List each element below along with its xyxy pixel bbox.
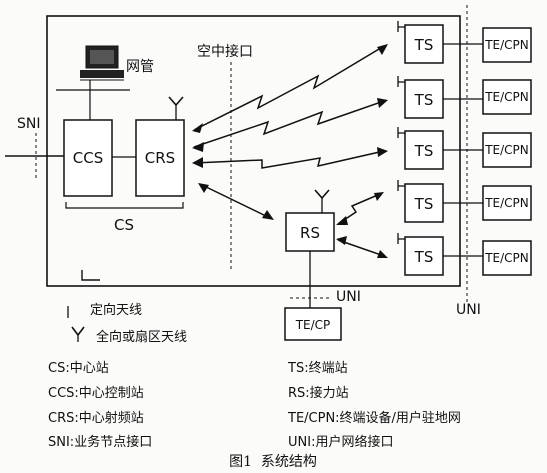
radio-link-arrowheads	[192, 44, 388, 258]
sni-label: SNI	[17, 116, 41, 132]
radio-link-rs-ts4	[337, 193, 381, 225]
legend-item-rs: RS:接力站	[288, 385, 349, 401]
legend-item-cs: CS:中心站	[48, 361, 109, 376]
directional-antenna-icon	[397, 233, 405, 244]
ts-label: TS	[414, 195, 434, 213]
radio-link-crs-ts3	[193, 150, 385, 169]
legend-item-uni: UNI:用户网络接口	[288, 434, 393, 450]
radio-link-crs-rs	[199, 183, 271, 219]
legend-directional-antenna: 定向天线	[90, 302, 142, 318]
radio-links	[193, 45, 385, 257]
cs-brace	[65, 202, 184, 209]
te-cpn-label: TE/CPN	[484, 251, 529, 265]
radio-link-rs-ts5	[337, 239, 385, 257]
uni-bottom-label: UNI	[336, 289, 361, 305]
legend-omni-antenna: 全向或扇区天线	[96, 329, 187, 345]
te-cp-box	[284, 307, 342, 341]
rs-label: RS	[300, 224, 320, 242]
te-cpn-label: TE/CPN	[484, 196, 529, 210]
crs-label: CRS	[145, 149, 175, 167]
legend-item-ccs: CCS:中心控制站	[48, 386, 144, 401]
te-cpn-label: TE/CPN	[484, 143, 529, 157]
omni-antenna-legend-icon	[71, 326, 85, 342]
te-cpn-label: TE/CPN	[484, 90, 529, 104]
ccs-label: CCS	[73, 149, 103, 167]
directional-antenna-symbol-frame	[81, 270, 100, 281]
ts-label: TS	[414, 248, 434, 266]
figure-caption: 图1 系统结构	[229, 454, 317, 470]
crs-box	[135, 119, 185, 197]
legend-item-te-cpn: TE/CPN:终端设备/用户驻地网	[287, 410, 461, 426]
ts-label: TS	[414, 142, 434, 160]
radio-link-crs-ts1	[193, 45, 385, 131]
te-cpn-box	[482, 79, 532, 115]
directional-antenna-icon	[397, 127, 405, 138]
te-cpn-label: TE/CPN	[484, 38, 529, 52]
ts-label: TS	[414, 91, 434, 109]
terminal-station-2: TS TE/CPN	[397, 76, 532, 119]
cs-label: CS	[114, 216, 134, 234]
te-cp-label: TE/CP	[295, 318, 331, 332]
uni-right-label: UNI	[456, 302, 481, 318]
radio-link-crs-ts2	[193, 100, 385, 148]
legend-item-crs: CRS:中心射频站	[48, 410, 144, 426]
te-cpn-box	[482, 132, 532, 168]
system-frame	[46, 15, 461, 287]
ccs-box	[63, 119, 113, 197]
rs-antenna-icon	[314, 189, 330, 213]
ts-label: TS	[414, 36, 434, 54]
directional-antenna-icon	[397, 180, 405, 191]
air-interface-label: 空中接口	[197, 43, 253, 60]
terminal-station-5: TS TE/CPN	[397, 233, 532, 276]
network-management-label: 网管	[126, 59, 154, 75]
crs-antenna-icon	[168, 96, 184, 120]
terminal-station-1: TS TE/CPN	[397, 21, 532, 64]
legend-item-ts: TS:终端站	[287, 360, 348, 376]
legend-item-sni: SNI:业务节点接口	[48, 434, 152, 450]
ts-box	[404, 236, 444, 276]
terminal-station-3: TS TE/CPN	[397, 127, 532, 170]
directional-antenna-icon	[397, 21, 405, 32]
computer-icon	[80, 45, 124, 81]
te-cpn-box	[482, 185, 532, 221]
directional-antenna-icon	[397, 76, 405, 87]
ts-box	[404, 24, 444, 64]
te-cpn-box	[482, 27, 532, 63]
terminal-station-4: TS TE/CPN	[397, 180, 532, 223]
te-cpn-box	[482, 240, 532, 276]
ts-box	[404, 130, 444, 170]
